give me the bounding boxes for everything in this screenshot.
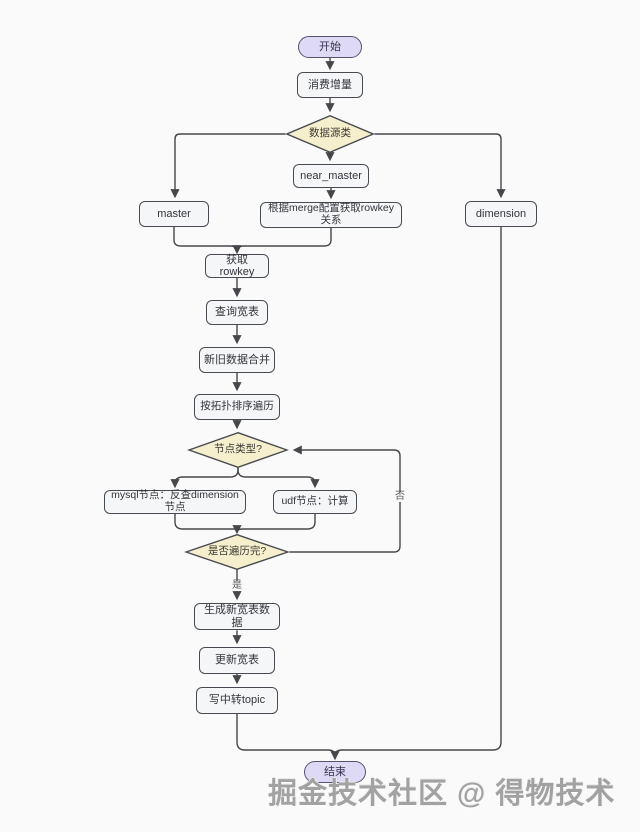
node-traverse-done-decision: 是否遍历完? bbox=[184, 534, 290, 570]
node-write-topic-label: 写中转topic bbox=[208, 694, 266, 707]
node-update-table-label: 更新宽表 bbox=[215, 654, 259, 667]
node-source-type-label: 数据源类 bbox=[309, 127, 351, 140]
node-consume-increment: 消费增量 bbox=[297, 72, 363, 98]
node-merge-config-label: 根据merge配置获取rowkey关系 bbox=[267, 202, 395, 226]
node-mysql: mysql节点：反查dimension节点 bbox=[104, 490, 246, 514]
node-udf-label: udf节点：计算 bbox=[281, 495, 349, 508]
node-start: 开始 bbox=[298, 36, 362, 58]
diamond-shape bbox=[184, 534, 290, 570]
watermark-text: 掘金技术社区 @ 得物技术 bbox=[268, 778, 616, 810]
node-near-master-label: near_master bbox=[300, 169, 362, 182]
node-master: master bbox=[139, 201, 209, 227]
node-update-table: 更新宽表 bbox=[199, 647, 275, 674]
node-mysql-label: mysql节点：反查dimension节点 bbox=[111, 489, 239, 513]
diamond-shape bbox=[187, 432, 289, 468]
node-query-wide-table: 查询宽表 bbox=[206, 300, 268, 325]
node-type-label: 节点类型? bbox=[214, 443, 262, 456]
node-topo-traverse: 按拓扑排序遍历 bbox=[194, 394, 280, 420]
node-write-topic: 写中转topic bbox=[196, 687, 278, 714]
node-query-wide-table-label: 查询宽表 bbox=[215, 306, 259, 319]
node-get-rowkey: 获取rowkey bbox=[205, 254, 269, 278]
node-start-label: 开始 bbox=[319, 40, 341, 53]
node-traverse-done-label: 是否遍历完? bbox=[207, 545, 267, 558]
node-type-decision: 节点类型? bbox=[187, 432, 289, 468]
edge-label-yes: 是 bbox=[230, 580, 244, 591]
diamond-shape bbox=[285, 115, 375, 153]
node-near-master: near_master bbox=[293, 164, 369, 188]
node-dimension: dimension bbox=[465, 201, 537, 227]
node-gen-new-table-label: 生成新宽表数据 bbox=[204, 604, 270, 629]
node-merge-config: 根据merge配置获取rowkey关系 bbox=[260, 202, 402, 228]
node-merge-old-new: 新旧数据合并 bbox=[199, 347, 275, 373]
node-consume-increment-label: 消费增量 bbox=[308, 78, 352, 91]
node-master-label: master bbox=[157, 207, 191, 220]
edge-label-no: 否 bbox=[393, 491, 407, 502]
node-dimension-label: dimension bbox=[475, 207, 527, 220]
node-udf: udf节点：计算 bbox=[273, 490, 357, 514]
node-topo-traverse-label: 按拓扑排序遍历 bbox=[200, 400, 274, 413]
node-get-rowkey-label: 获取rowkey bbox=[219, 253, 255, 278]
node-end: 结束 bbox=[304, 761, 366, 783]
node-source-type-decision: 数据源类 bbox=[285, 115, 375, 153]
node-gen-new-table: 生成新宽表数据 bbox=[194, 603, 280, 630]
node-merge-old-new-label: 新旧数据合并 bbox=[204, 353, 270, 366]
node-end-label: 结束 bbox=[324, 765, 346, 778]
